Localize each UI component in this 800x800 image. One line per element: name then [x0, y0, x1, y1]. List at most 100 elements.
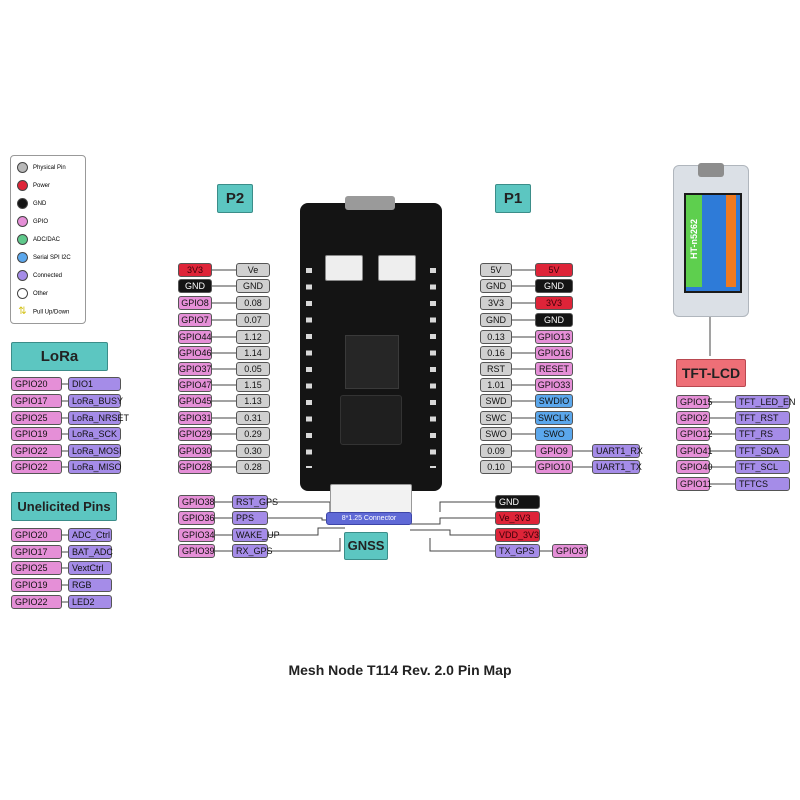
legend-label: Connected	[33, 273, 63, 280]
p1-pin-name: GND	[480, 313, 512, 327]
p2-pin-function: GPIO7	[178, 313, 212, 327]
p1-pin-name: 5V	[480, 263, 512, 277]
jst-connector-p1	[378, 255, 416, 281]
legend-item: Serial SPI I2C	[17, 252, 71, 264]
legend-label: GND	[33, 201, 47, 208]
legend-swatch	[17, 234, 28, 245]
mcu-chip	[345, 335, 399, 389]
pin-row-left	[306, 268, 312, 468]
p2-pin-name: 0.30	[236, 444, 270, 458]
p2-pin-function: GPIO28	[178, 460, 212, 474]
p1-pin-function: GND	[535, 279, 573, 293]
legend-swatch	[17, 198, 28, 209]
p2-pin-name: 1.14	[236, 346, 270, 360]
unelicited-header: Unelicited Pins	[11, 492, 117, 521]
p1-pin-name: SWO	[480, 427, 512, 441]
legend-label: GPIO	[33, 219, 49, 226]
lora-gpio: GPIO25	[11, 411, 62, 425]
gnss-gpio: GPIO34	[178, 528, 215, 542]
tft-display-label: HT-n5262	[689, 218, 699, 260]
gnss-gpio: GPIO38	[178, 495, 215, 509]
p2-pin-function: GPIO47	[178, 378, 212, 392]
lora-signal: LoRa_SCK	[68, 427, 121, 441]
legend-swatch	[17, 216, 28, 227]
unelicited-gpio: GPIO17	[11, 545, 62, 559]
p1-pin-function: 3V3	[535, 296, 573, 310]
p1-pin-name: 0.10	[480, 460, 512, 474]
p1-pin-function: GPIO13	[535, 330, 573, 344]
legend-label: Other	[33, 291, 49, 298]
lora-signal: LoRa_MOSI	[68, 444, 122, 458]
gnss-right-signal: Ve_3V3	[495, 511, 540, 525]
gnss-connector	[330, 484, 412, 514]
p1-pin-name: 0.09	[480, 444, 512, 458]
gnss-right-gpio: GPIO37	[552, 544, 589, 558]
lora-gpio: GPIO22	[11, 444, 62, 458]
legend-item: Power	[17, 180, 50, 192]
p1-pin-function: RESET	[535, 362, 573, 376]
legend-swatch	[17, 288, 28, 299]
unelicited-gpio: GPIO20	[11, 528, 62, 542]
lora-module	[340, 395, 402, 445]
unelicited-gpio: GPIO25	[11, 561, 62, 575]
gnss-header: GNSS	[344, 532, 388, 560]
p1-pin-name: RST	[480, 362, 512, 376]
tft-signal: TFT_RS	[735, 427, 790, 441]
p2-pin-function: GPIO8	[178, 296, 212, 310]
tft-lcd-header: TFT-LCD	[676, 359, 746, 387]
legend-item: Other	[17, 288, 48, 300]
lora-gpio: GPIO17	[11, 394, 62, 408]
p1-header: P1	[495, 184, 531, 213]
tft-gpio: GPIO15	[676, 395, 713, 409]
usb-port	[345, 196, 395, 210]
p2-pin-name: 0.29	[236, 427, 270, 441]
p2-pin-name: GND	[236, 279, 270, 293]
lora-gpio: GPIO20	[11, 377, 62, 391]
gnss-right-signal: VDD_3V3	[495, 528, 540, 542]
p2-pin-name: 0.28	[236, 460, 270, 474]
unelicited-signal: ADC_Ctrl	[68, 528, 112, 542]
p1-pin-function: GPIO33	[535, 378, 573, 392]
gnss-signal: WAKE_UP	[232, 528, 280, 542]
p2-header: P2	[217, 184, 253, 213]
tft-signal: TFTCS	[735, 477, 790, 491]
p1-pin-function: GPIO10	[535, 460, 573, 474]
p2-pin-function: GPIO45	[178, 394, 212, 408]
tft-screen-green	[686, 195, 702, 287]
gnss-signal: PPS	[232, 511, 268, 525]
gnss-right-signal: TX_GPS	[495, 544, 540, 558]
p2-pin-name: 1.15	[236, 378, 270, 392]
p2-pin-function: GPIO44	[178, 330, 212, 344]
legend-label: Pull Up/Down	[33, 309, 70, 316]
p2-pin-name: 0.31	[236, 411, 270, 425]
p1-pin-function: SWDIO	[535, 394, 573, 408]
page-title: Mesh Node T114 Rev. 2.0 Pin Map	[288, 662, 512, 678]
p2-pin-function: GPIO31	[178, 411, 212, 425]
legend-label: ADC/DAC	[33, 237, 61, 244]
tft-gpio: GPIO2	[676, 411, 710, 425]
p2-pin-function: GPIO29	[178, 427, 212, 441]
legend-item: GND	[17, 198, 46, 210]
p1-pin-name: 1.01	[480, 378, 512, 392]
p2-pin-function: GND	[178, 279, 212, 293]
p1-pin-name: 0.13	[480, 330, 512, 344]
gnss-right-signal: GND	[495, 495, 540, 509]
unelicited-signal: BAT_ADC	[68, 545, 113, 559]
tft-signal: TFT_SCL	[735, 460, 790, 474]
gnss-signal: RST_GPS	[232, 495, 278, 509]
legend-swatch	[17, 180, 28, 191]
legend-item: GPIO	[17, 216, 48, 228]
p1-pin-uart: UART1_TX	[592, 460, 642, 474]
lora-signal: LoRa_BUSY	[68, 394, 123, 408]
legend-item: Physical Pin	[17, 162, 66, 174]
tft-gpio: GPIO12	[676, 427, 713, 441]
gnss-gpio: GPIO36	[178, 511, 215, 525]
p1-pin-name: 3V3	[480, 296, 512, 310]
legend-swatch	[17, 252, 28, 263]
unelicited-gpio: GPIO19	[11, 578, 62, 592]
p1-pin-name: 0.16	[480, 346, 512, 360]
legend-swatch	[17, 162, 28, 173]
lora-signal: DIO1	[68, 377, 121, 391]
p1-pin-name: GND	[480, 279, 512, 293]
lora-signal: LoRa_MISO	[68, 460, 122, 474]
